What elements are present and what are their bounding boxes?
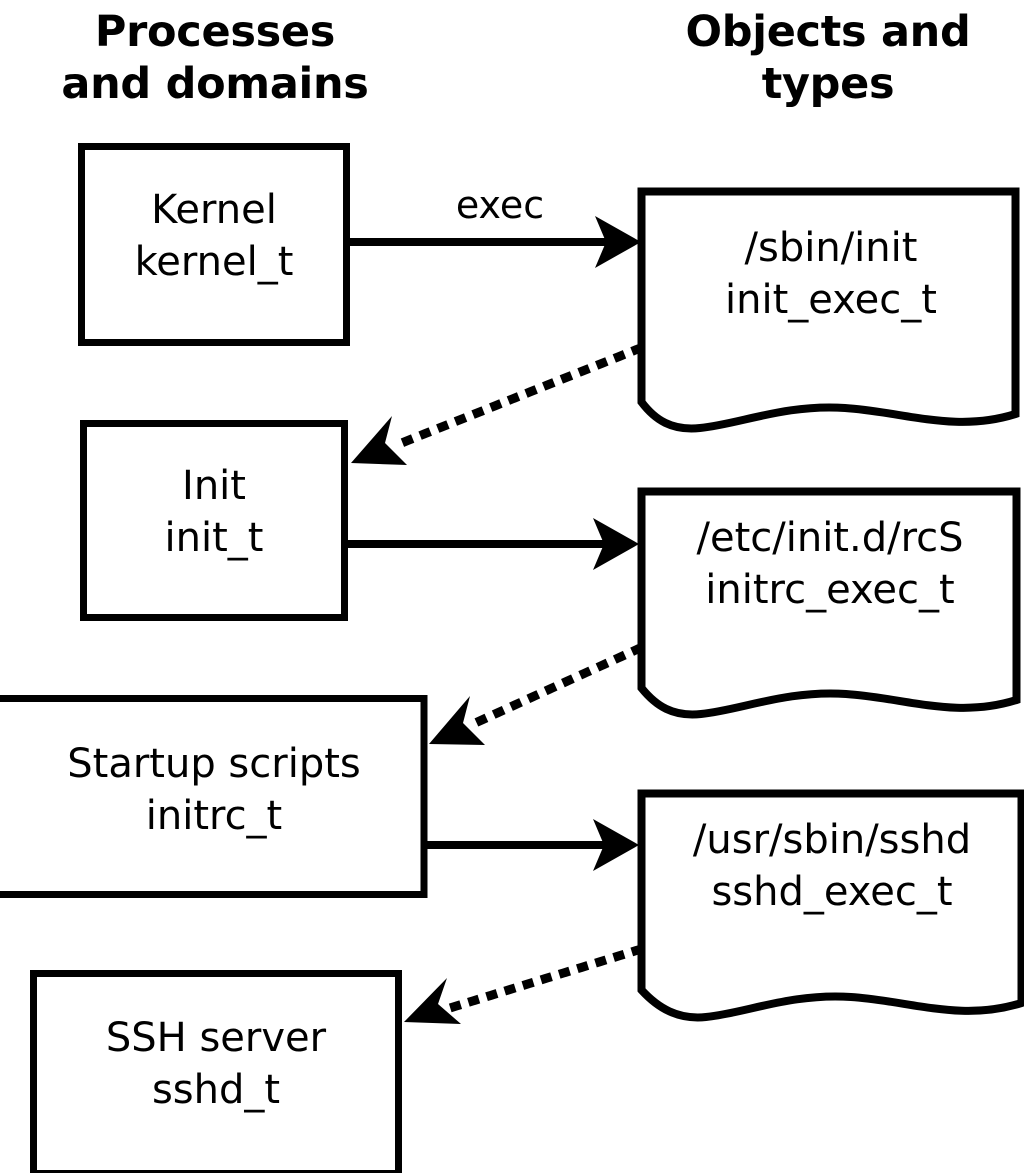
edge-sshd-exec-to-sshd xyxy=(404,944,644,1024)
edge-init-to-initrc-exec xyxy=(348,518,639,570)
column-heading-processes: Processes and domains xyxy=(61,7,369,109)
edge-initrc-exec-to-initrc xyxy=(429,643,644,745)
object-label-initrc-exec: /etc/init.d/rcS initrc_exec_t xyxy=(696,515,964,613)
object-label-init-exec: /sbin/init init_exec_t xyxy=(725,225,937,323)
process-box-kernel[interactable] xyxy=(78,143,350,346)
process-label-init: Init init_t xyxy=(164,463,264,561)
process-label-startup-scripts: Startup scripts initrc_t xyxy=(67,741,361,839)
process-label-ssh-server: SSH server sshd_t xyxy=(105,1015,327,1113)
object-doc-sshd-exec[interactable] xyxy=(637,789,1024,1022)
process-label-kernel: Kernel kernel_t xyxy=(134,187,294,285)
process-box-ssh-server[interactable] xyxy=(30,970,402,1173)
edge-label-exec: exec xyxy=(455,183,545,227)
edge-kernel-to-init-exec xyxy=(350,216,641,268)
object-doc-initrc-exec[interactable] xyxy=(637,487,1021,719)
object-doc-init-exec[interactable] xyxy=(637,187,1020,433)
process-box-startup-scripts[interactable] xyxy=(0,695,428,898)
column-heading-objects: Objects and types xyxy=(685,7,971,109)
edge-init-exec-to-init xyxy=(351,343,644,465)
process-box-init[interactable] xyxy=(80,420,348,621)
edge-initrc-to-sshd-exec xyxy=(426,819,639,871)
object-label-sshd-exec: /usr/sbin/sshd sshd_exec_t xyxy=(692,817,972,915)
